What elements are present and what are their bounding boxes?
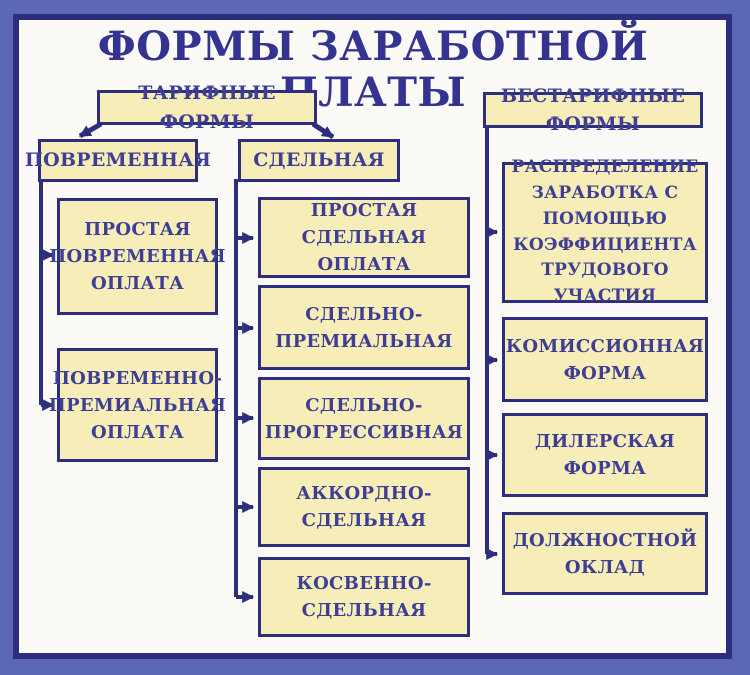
node-dealer-form: ДИЛЕРСКАЯ ФОРМА bbox=[502, 413, 708, 497]
node-simple-time-pay: ПРОСТАЯ ПОВРЕМЕННАЯ ОПЛАТА bbox=[49, 198, 226, 315]
node-piece-rate: СДЕЛЬНАЯ bbox=[238, 139, 400, 182]
node-lump-sum-piece: АККОРДНО- СДЕЛЬНАЯ bbox=[258, 467, 470, 547]
node-salary-grade: ДОЛЖНОСТНОЙ ОКЛАД bbox=[502, 512, 708, 595]
node-tariff-forms: ТАРИФНЫЕ ФОРМЫ bbox=[97, 82, 317, 133]
node-ktu-distribution: РАСПРЕДЕЛЕНИЕ ЗАРАБОТКА С ПОМОЩЬЮ КОЭФФИ… bbox=[502, 157, 708, 306]
page-title: ФОРМЫ ЗАРАБОТНОЙ ПЛАТЫ bbox=[97, 23, 649, 116]
node-piece-bonus: СДЕЛЬНО- ПРЕМИАЛЬНАЯ bbox=[258, 285, 470, 370]
node-piece-progressive: СДЕЛЬНО- ПРОГРЕССИВНАЯ bbox=[258, 377, 470, 460]
node-time-bonus-pay: ПОВРЕМЕННО- ПРЕМИАЛЬНАЯ ОПЛАТА bbox=[49, 348, 226, 462]
arrow-tariff-to-piece-rate bbox=[311, 121, 335, 140]
arrow-tariff-to-time-based bbox=[78, 121, 103, 139]
node-non-tariff-forms: БЕСТАРИФНЫЕ ФОРМЫ bbox=[483, 85, 703, 135]
node-indirect-piece: КОСВЕННО- СДЕЛЬНАЯ bbox=[258, 557, 470, 637]
node-time-based: ПОВРЕМЕННАЯ bbox=[25, 139, 211, 182]
node-simple-piece-pay: ПРОСТАЯ СДЕЛЬНАЯ ОПЛАТА bbox=[258, 197, 470, 278]
node-commission-form: КОМИССИОННАЯ ФОРМА bbox=[502, 317, 708, 402]
